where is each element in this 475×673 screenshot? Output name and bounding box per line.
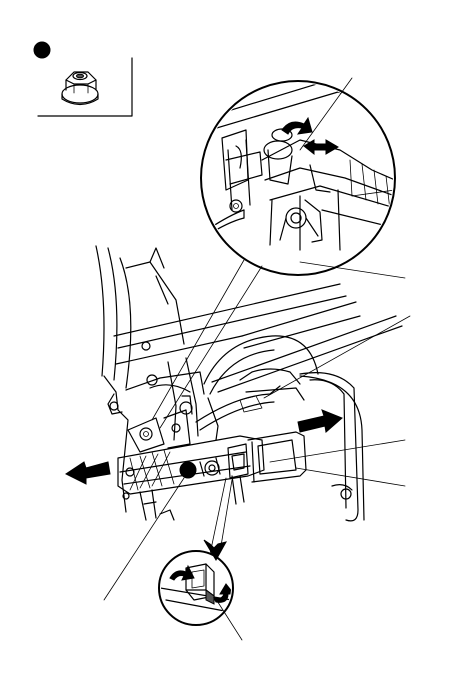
callout-leader-cover [295, 467, 406, 487]
zoom-leader-line-2 [159, 265, 263, 429]
callout-leader-nut [103, 477, 185, 601]
push-arrow-icon [303, 139, 339, 156]
callout-leader-clip [213, 595, 243, 641]
arrow-left-remove [65, 461, 111, 485]
lower-leader-line-2 [219, 479, 233, 553]
callout-leader-top [299, 77, 353, 151]
zoom-leader-line-1 [151, 259, 245, 421]
clip-circle-outline [158, 550, 234, 626]
inset-box-frame [37, 57, 133, 117]
door-panel-main [95, 245, 403, 522]
arrow-right-remove [297, 409, 343, 433]
zoom-circle-outline [200, 80, 396, 276]
clip-detail-circle [158, 550, 234, 626]
flange-nut-inset [33, 41, 133, 117]
flange-nut-icon [61, 71, 99, 106]
detail-zoom-circle [200, 80, 396, 276]
callout-dot-handle-nut [179, 461, 197, 479]
clip-rotate-arrow-right-icon [213, 583, 231, 603]
callout-dot-nut [33, 41, 51, 59]
rotate-arrow-icon [281, 116, 313, 135]
callout-leader-cable [263, 315, 411, 399]
arrow-down-icon [203, 539, 227, 561]
callout-leader-handle [269, 439, 406, 463]
callout-leader-rod [299, 261, 406, 279]
door-outer-edge [299, 375, 365, 521]
lower-leader-line-1 [209, 477, 227, 555]
clip-rotate-arrow-left-icon [169, 564, 195, 581]
outer-handle-assembly [117, 431, 307, 521]
